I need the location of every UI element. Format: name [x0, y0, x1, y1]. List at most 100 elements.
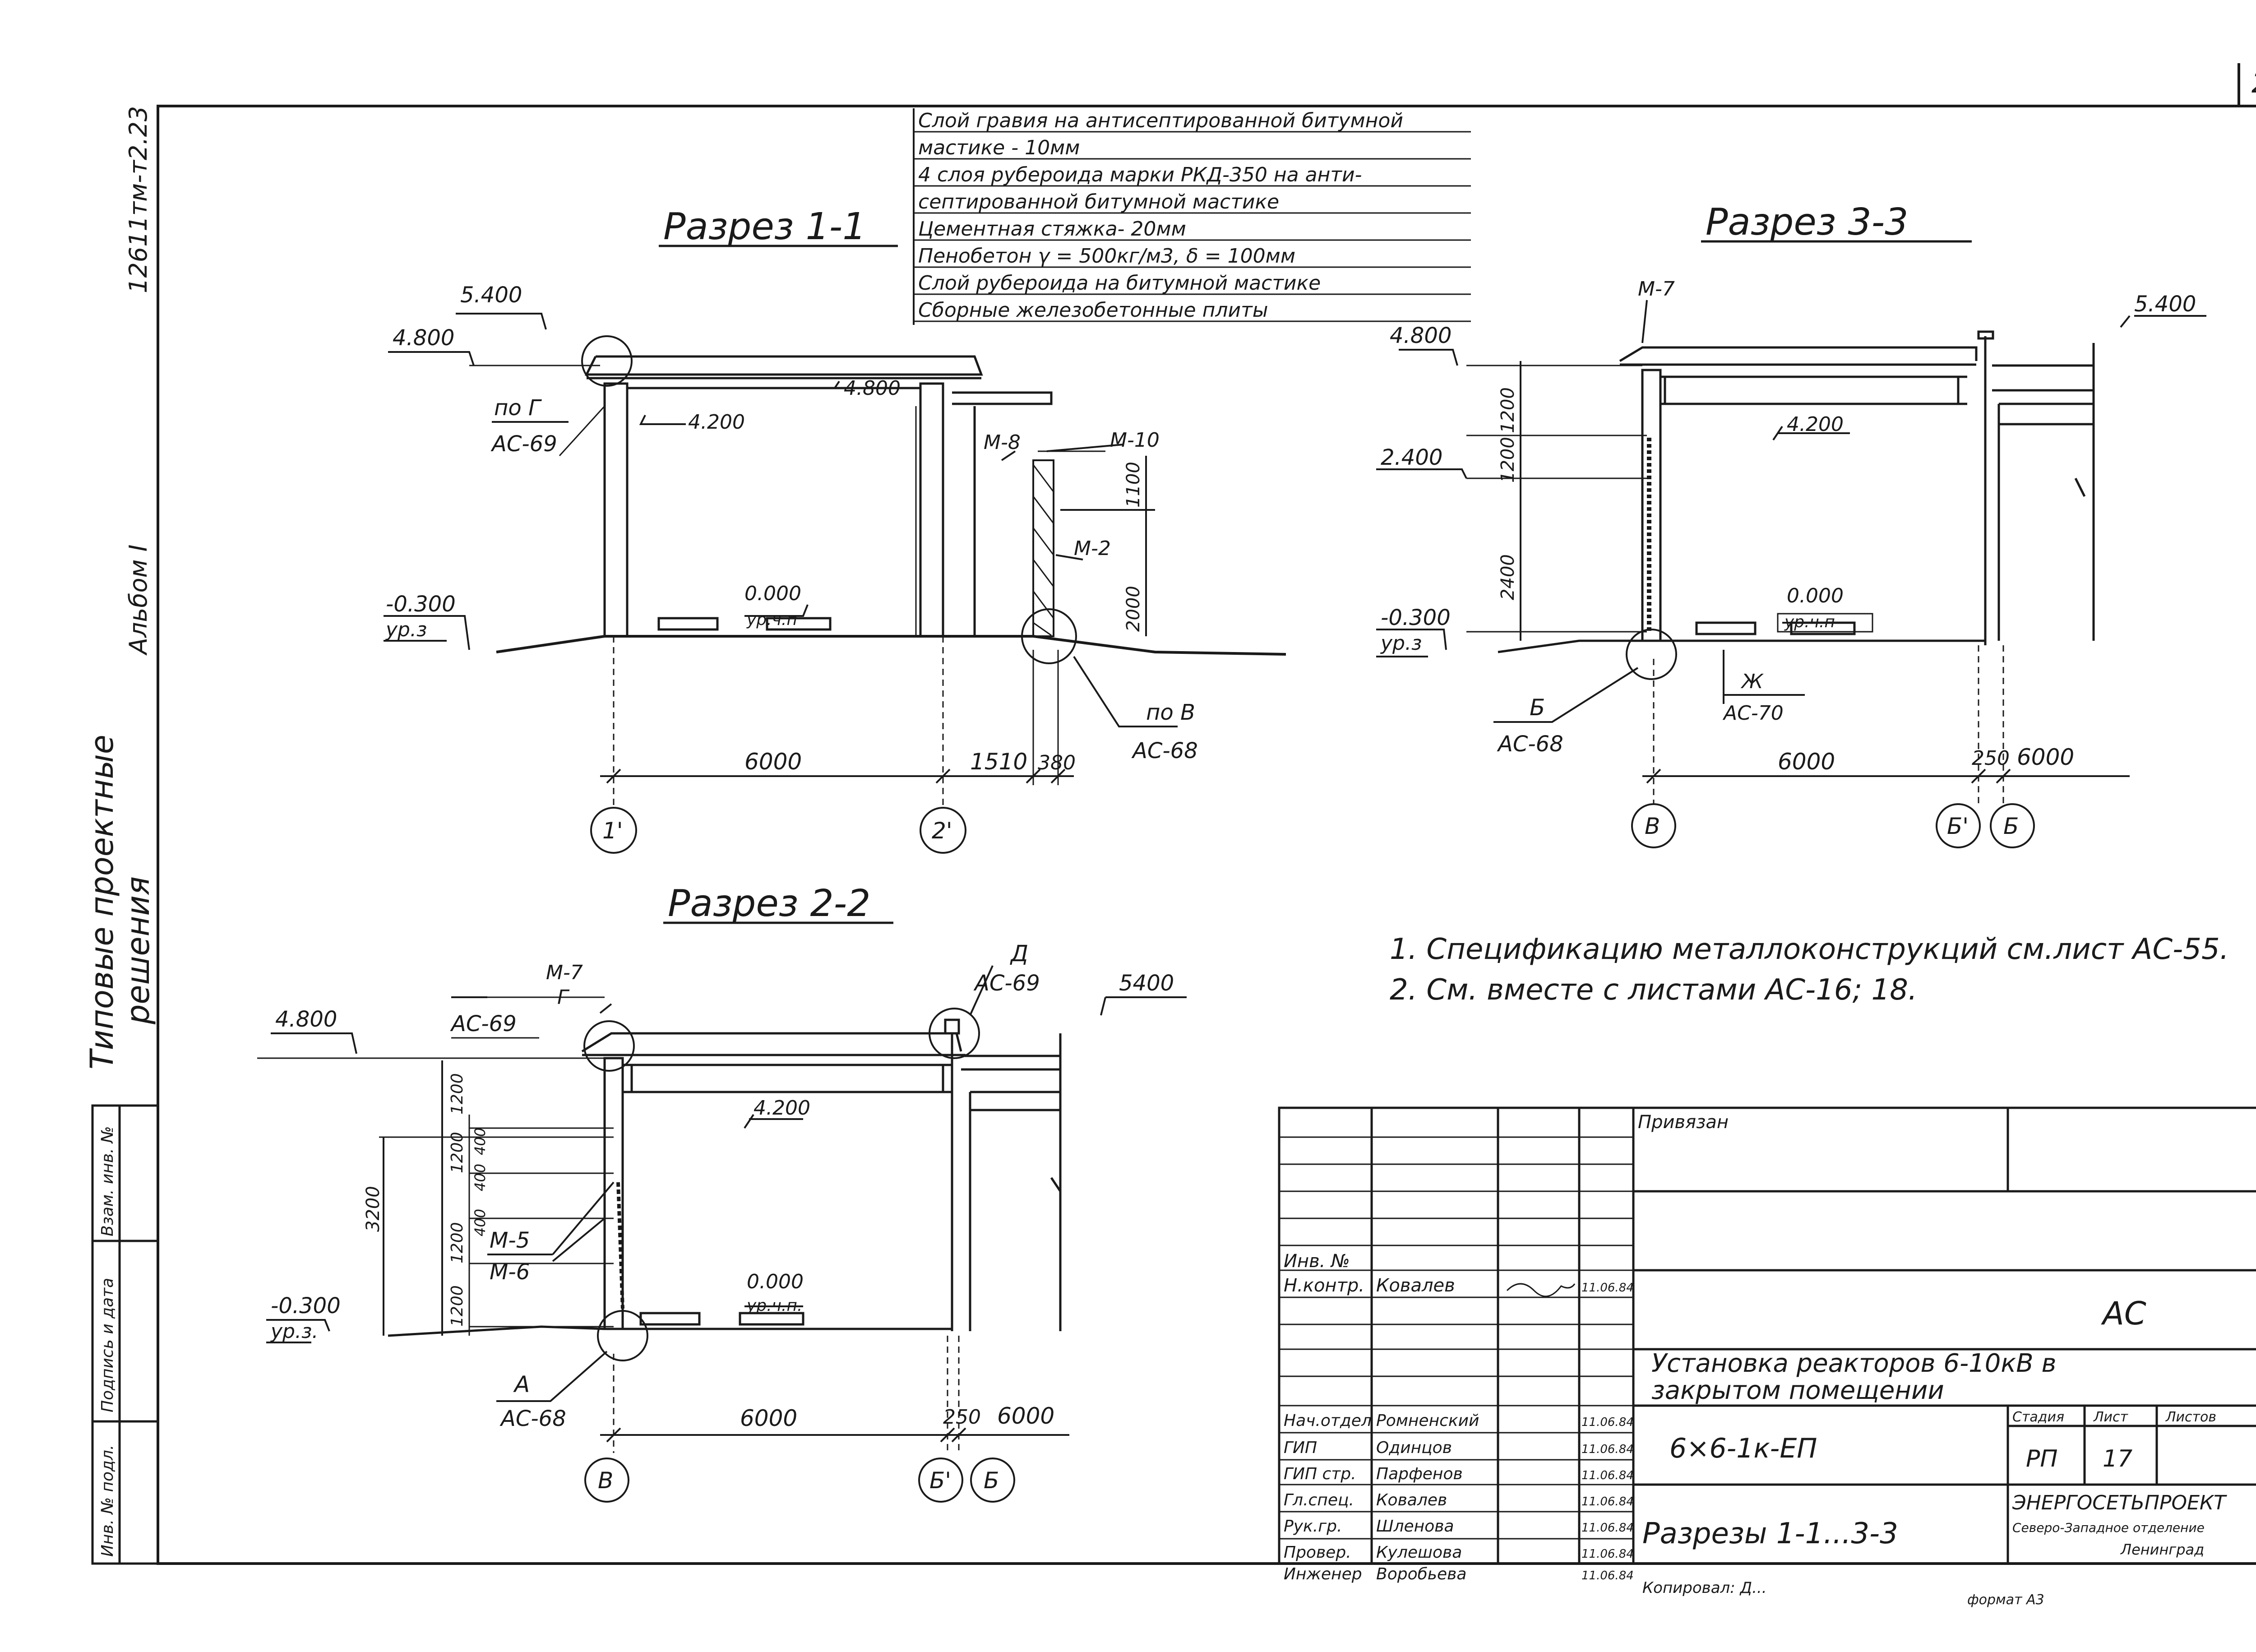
mark-m7: М-7 [1638, 278, 1675, 301]
mark-g: Г [557, 986, 570, 1009]
layer-6: Пенобетон γ = 500кг/м3, δ = 100мм [918, 245, 1295, 268]
sheet-number: 22 [2251, 68, 2256, 99]
dim-1200-b: 1200 [1498, 437, 1518, 483]
section-3-3-title: Разрез 3-3 [1706, 201, 1908, 244]
lvl-000: 0.000 [747, 1270, 804, 1293]
lvl-4800-left: 4.800 [393, 325, 454, 351]
tb-code: АС [2101, 1295, 2146, 1332]
tb-sheets-header: Листов [2165, 1409, 2216, 1425]
roof-layers-callout: Слой гравия на антисептированной битумно… [913, 108, 1471, 325]
ref-ac69-right: АС-69 [973, 971, 1040, 996]
lvl-4800-right: 4.800 [844, 377, 901, 400]
tb-role-4: Гл.спец. [1284, 1491, 1354, 1509]
section-3-3-levels [1376, 300, 2206, 723]
tb-sheet-title: Разрезы 1-1...3-3 [1642, 1517, 1898, 1550]
tb-inv: Инв. № [1284, 1251, 1350, 1272]
tb-privyazan: Привязан [1638, 1112, 1729, 1133]
tb-role-7: Инженер [1284, 1565, 1362, 1583]
tb-date-1: 11.06.84 [1581, 1416, 1634, 1429]
tb-name-1: Ромненский [1376, 1411, 1479, 1430]
signature [1506, 1283, 1576, 1297]
tb-date-6: 11.06.84 [1581, 1547, 1634, 1561]
tb-org3: Ленинград [2120, 1541, 2204, 1558]
ref-a: А [513, 1371, 530, 1397]
tb-object-line1: Установка реакторов 6-10кВ в [1651, 1349, 2056, 1378]
section-1-1: Разрез 1-1 Слой гравия на антисептирован… [384, 108, 1471, 854]
dim-400-c: 400 [472, 1209, 489, 1236]
lvl-urcp: ур.ч.п [1784, 613, 1835, 631]
mark-m6: М-6 [490, 1259, 530, 1285]
lvl-000: 0.000 [744, 582, 801, 605]
footer-format: формат А3 [1967, 1592, 2044, 1608]
dim-250: 250 [1972, 747, 2010, 770]
side-box-2: Подпись и дата [98, 1278, 117, 1412]
dim-2400: 2400 [1498, 554, 1518, 600]
section-2-2-dims [584, 1336, 1069, 1503]
tb-building: 6×6-1к-ЕП [1669, 1433, 1817, 1464]
lvl-minus300: -0.300 [271, 1293, 341, 1319]
ref-b: Б [1530, 694, 1545, 721]
ref-pov: по В [1146, 700, 1195, 725]
tb-sheet-header: Лист [2093, 1409, 2129, 1425]
section-3-3: Разрез 3-3 [1376, 201, 2206, 848]
section-2-2-levels [257, 965, 1187, 1402]
lvl-ur3: ур.з [385, 618, 427, 641]
dim-1200-d: 1200 [448, 1073, 467, 1115]
dim-1200-c: 1200 [448, 1132, 467, 1173]
sheet-frame [157, 63, 2256, 1565]
axis-1: 1' [602, 818, 623, 844]
dim-1100: 1100 [1123, 462, 1144, 508]
side-code: 12611тм-т2.23 [124, 106, 153, 293]
layer-1: Слой гравия на антисептированной битумно… [918, 109, 1403, 132]
ref-ac69-left: АС-69 [450, 1011, 517, 1037]
tb-role-3: ГИП стр. [1284, 1465, 1356, 1483]
tb-date-7: 11.06.84 [1581, 1569, 1634, 1583]
ref-ac69: АС-69 [490, 431, 557, 457]
dim-400-a: 400 [472, 1128, 489, 1155]
tb-date-3: 11.06.84 [1581, 1469, 1634, 1482]
mark-m10: М-10 [1110, 429, 1160, 452]
lvl-2400: 2.400 [1381, 445, 1442, 470]
tb-name-2: Одинцов [1376, 1439, 1452, 1457]
section-1-1-title: Разрез 1-1 [663, 205, 866, 248]
side-boxes [91, 1104, 159, 1565]
ref-ac70: АС-70 [1722, 702, 1784, 725]
lvl-4200: 4.200 [1787, 413, 1844, 436]
tb-name-5: Шленова [1376, 1517, 1454, 1536]
side-margin: 12611тм-т2.23 Альбом I Типовые проектные… [83, 106, 159, 1565]
lvl-4800: 4.800 [275, 1007, 337, 1032]
axis-v: В [1645, 813, 1660, 839]
lvl-5400: 5.400 [2134, 292, 2196, 317]
section-1-1-dims [590, 636, 1074, 854]
dim-6000: 6000 [1778, 749, 1835, 775]
lvl-ur3: ур.з [1380, 632, 1422, 655]
dim-380: 380 [1038, 751, 1076, 774]
layer-7: Слой рубероида на битумной мастике [918, 272, 1321, 295]
tb-date-2: 11.06.84 [1581, 1443, 1634, 1456]
axis-2: 2' [932, 818, 952, 844]
dim-1200-a: 1200 [448, 1285, 467, 1327]
section-2-2: Разрез 2-2 [257, 882, 1187, 1503]
side-series-line2: решения [120, 876, 157, 1025]
tb-role-2: ГИП [1284, 1439, 1317, 1457]
title-block: Привязан Инв. № Н.контр. Ковалев 11.06.8… [1278, 1106, 2256, 1583]
mark-m2: М-2 [1074, 537, 1111, 560]
layer-8: Сборные железобетонные плиты [918, 299, 1268, 322]
axis-b1: Б' [929, 1467, 951, 1494]
dim-1200-b: 1200 [448, 1222, 467, 1263]
dim-250: 250 [943, 1406, 981, 1429]
dim-400-b: 400 [472, 1164, 489, 1191]
tb-date-5: 11.06.84 [1581, 1521, 1634, 1535]
lvl-urcp: ур.ч.п. [746, 1296, 802, 1315]
lvl-4800: 4.800 [1390, 323, 1452, 348]
dim-1200-a: 1200 [1498, 387, 1518, 433]
layer-5: Цементная стяжка- 20мм [918, 217, 1186, 241]
axis-b: Б [984, 1467, 999, 1494]
side-box-1: Инв. № подл. [98, 1445, 117, 1557]
section-1-1-levels [384, 313, 1178, 727]
lvl-ur3: ур.з. [270, 1320, 318, 1343]
mark-m8: М-8 [984, 431, 1021, 454]
tb-name-7: Воробьева [1376, 1565, 1466, 1583]
tb-role-5: Рук.гр. [1284, 1517, 1342, 1536]
axis-b: Б [2003, 813, 2019, 839]
